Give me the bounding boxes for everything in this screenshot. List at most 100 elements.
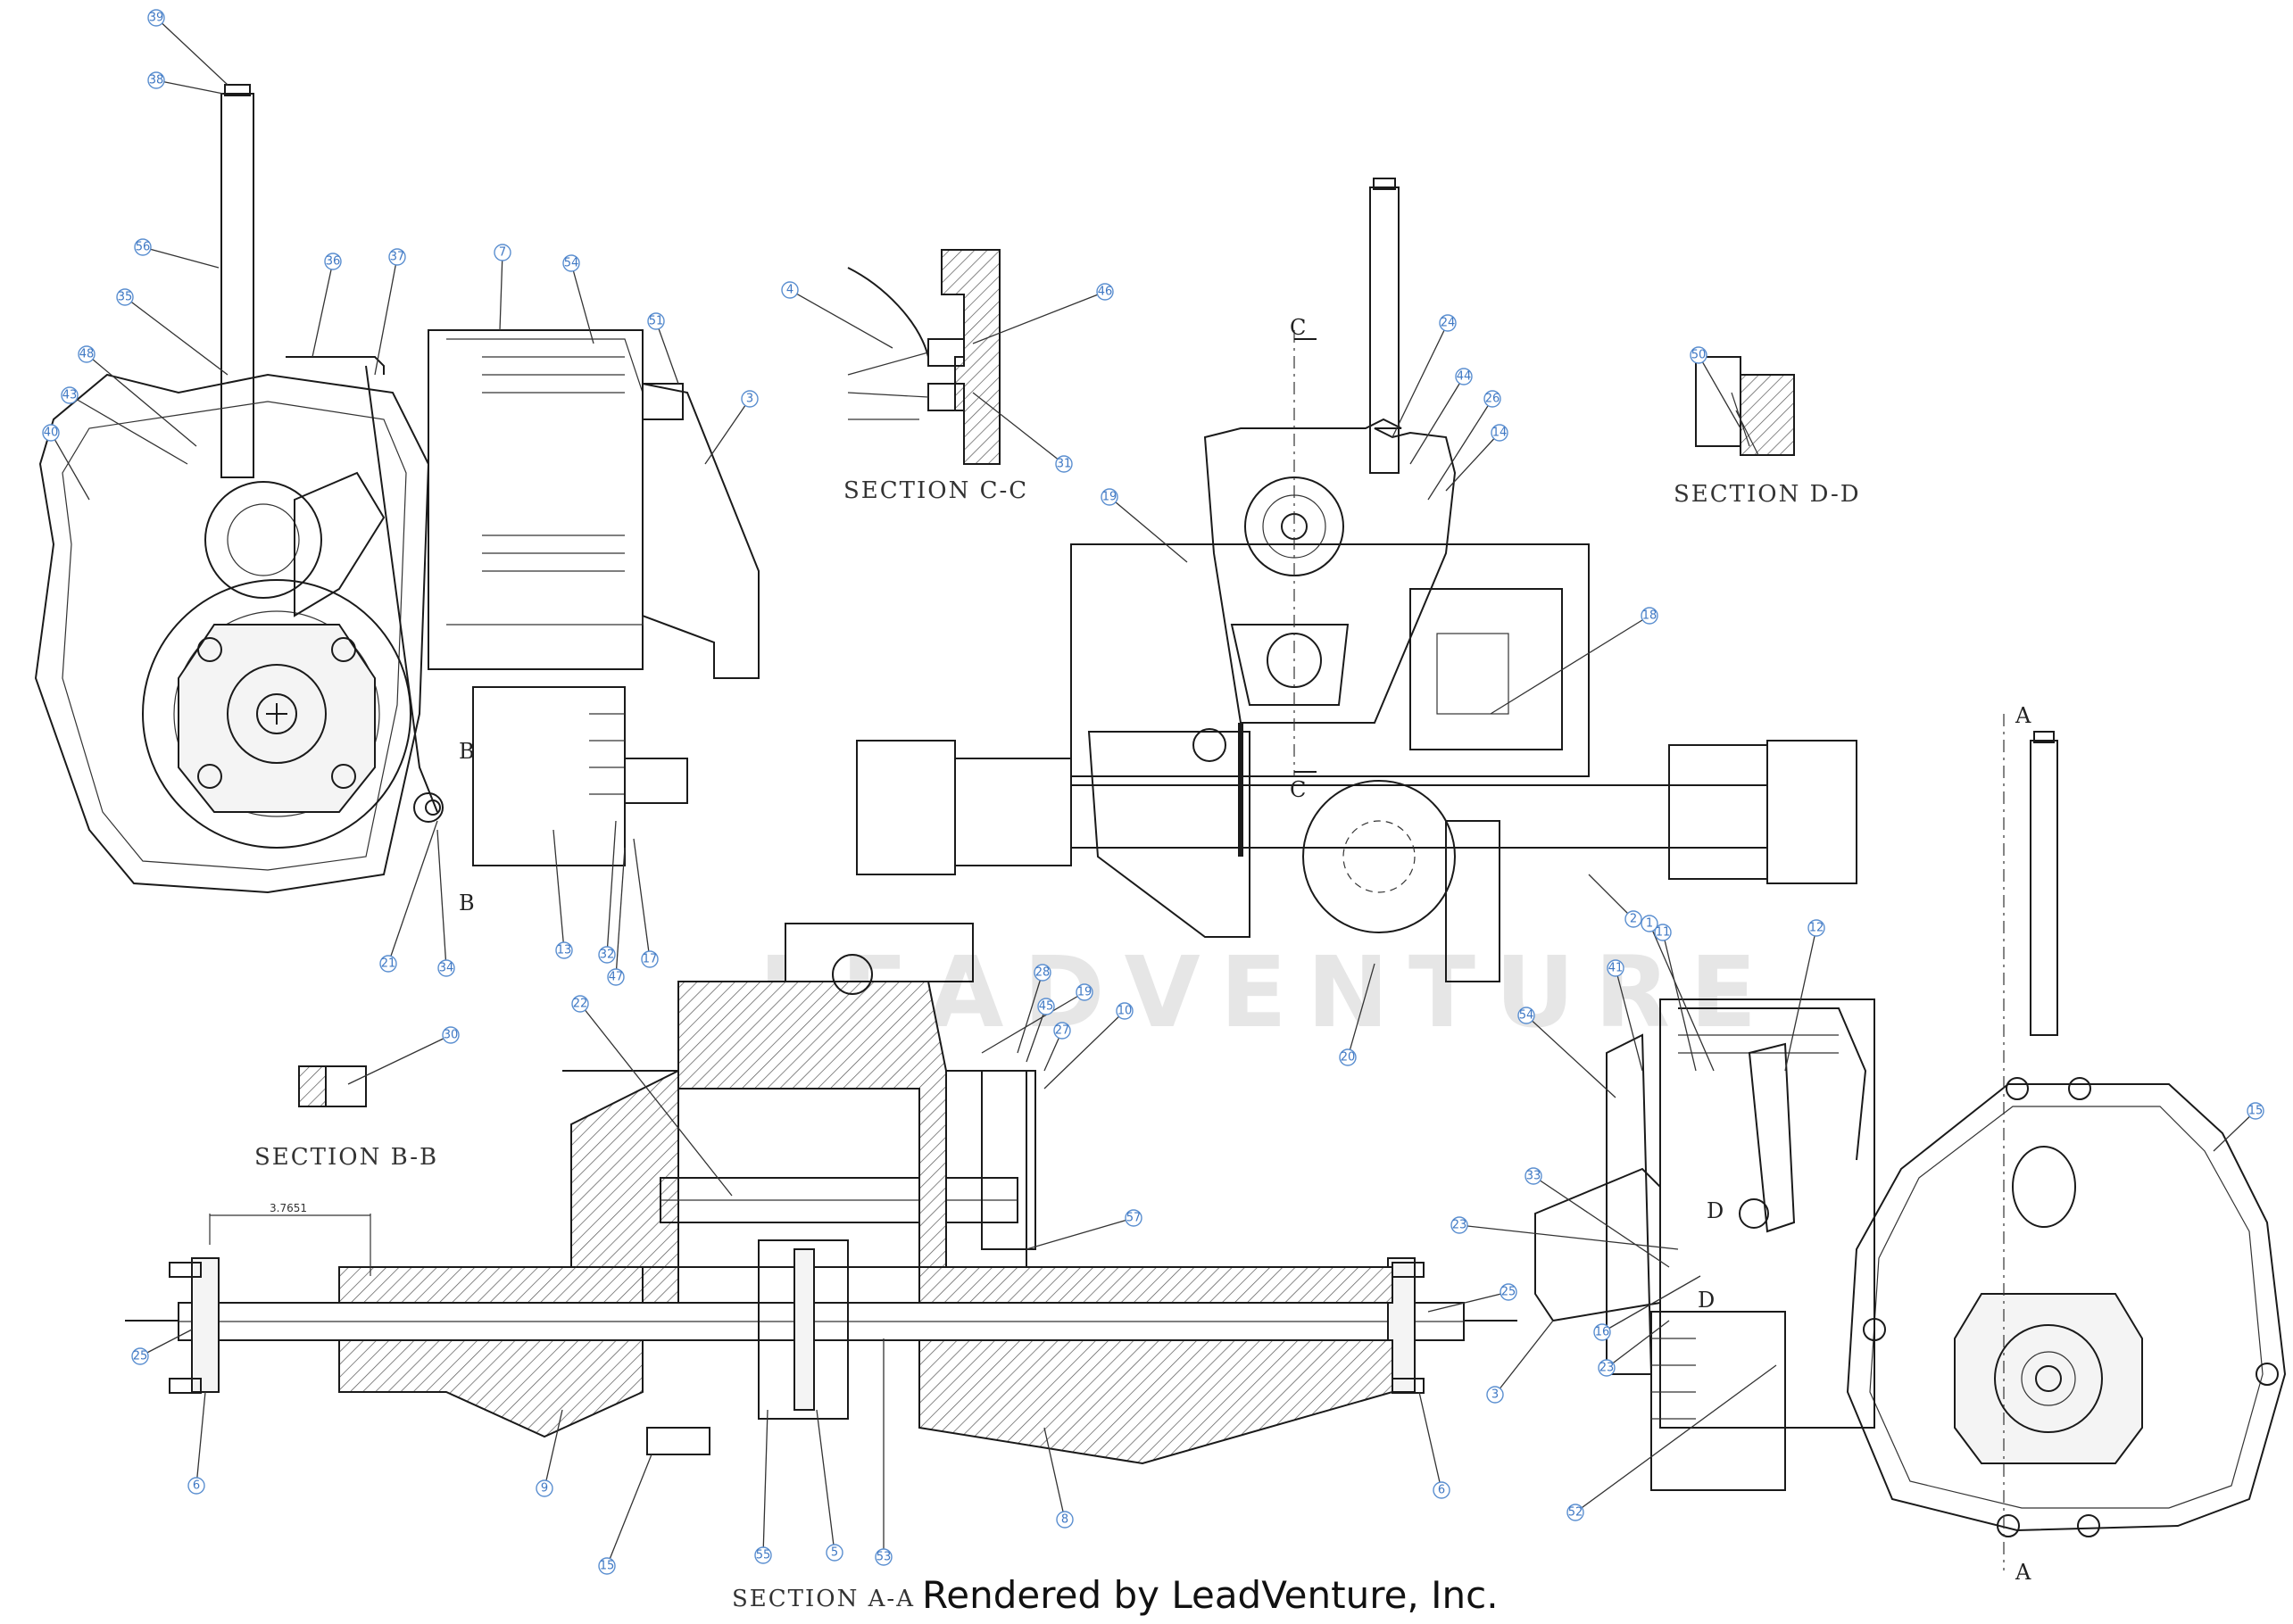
callout-bubble bbox=[324, 253, 342, 270]
callout-55[interactable]: 55 bbox=[754, 1409, 772, 1564]
callout-5[interactable]: 5 bbox=[816, 1409, 843, 1562]
callout-52[interactable]: 52 bbox=[1566, 1364, 1777, 1521]
callout-37[interactable]: 37 bbox=[374, 248, 406, 376]
callout-leader bbox=[374, 256, 398, 376]
callout-leader bbox=[1017, 972, 1043, 1054]
callout-22[interactable]: 22 bbox=[571, 995, 733, 1197]
callout-32[interactable]: 32 bbox=[598, 820, 617, 964]
callout-34[interactable]: 34 bbox=[436, 829, 455, 977]
callout-41[interactable]: 41 bbox=[1607, 959, 1643, 1072]
callout-leader bbox=[1649, 923, 1715, 1072]
callout-18[interactable]: 18 bbox=[1490, 607, 1658, 715]
callout-number: 19 bbox=[1077, 986, 1092, 999]
callout-number: 15 bbox=[600, 1560, 615, 1573]
callout-20[interactable]: 20 bbox=[1339, 963, 1375, 1066]
callout-25[interactable]: 25 bbox=[131, 1329, 193, 1365]
callout-7[interactable]: 7 bbox=[494, 244, 511, 331]
callout-1[interactable]: 1 bbox=[1641, 915, 1715, 1072]
callout-6[interactable]: 6 bbox=[187, 1391, 206, 1495]
callout-leader bbox=[1409, 376, 1465, 465]
marker-a-bottom: A bbox=[2015, 1560, 2031, 1585]
callout-57[interactable]: 57 bbox=[1026, 1209, 1142, 1250]
callout-number: 14 bbox=[1492, 427, 1508, 440]
section-b-b-label: SECTION B-B bbox=[254, 1144, 438, 1171]
callout-26[interactable]: 26 bbox=[1427, 390, 1501, 501]
callout-54[interactable]: 54 bbox=[1517, 1007, 1616, 1098]
callout-50[interactable]: 50 bbox=[1690, 346, 1741, 429]
callout-23[interactable]: 23 bbox=[1450, 1216, 1679, 1250]
callout-bubble bbox=[641, 950, 659, 968]
callout-10[interactable]: 10 bbox=[1043, 1002, 1134, 1090]
callout-bubble bbox=[1439, 314, 1457, 332]
callout-number: 8 bbox=[1061, 1513, 1068, 1527]
callout-45[interactable]: 45 bbox=[1026, 998, 1055, 1063]
callout-30[interactable]: 30 bbox=[347, 1026, 460, 1085]
callout-38[interactable]: 38 bbox=[147, 71, 224, 95]
callout-3[interactable]: 3 bbox=[1486, 1320, 1554, 1404]
callout-leader bbox=[1494, 1320, 1554, 1396]
callout-56[interactable]: 56 bbox=[134, 238, 220, 269]
callout-47[interactable]: 47 bbox=[607, 847, 626, 986]
callout-bubble bbox=[1807, 919, 1825, 937]
callout-number: 1 bbox=[1646, 917, 1653, 931]
callout-number: 13 bbox=[557, 944, 572, 957]
callout-23[interactable]: 23 bbox=[1598, 1320, 1670, 1377]
callout-9[interactable]: 9 bbox=[536, 1409, 563, 1497]
callout-51[interactable]: 51 bbox=[647, 312, 679, 385]
callout-number: 7 bbox=[499, 246, 506, 260]
callout-bubble bbox=[1034, 964, 1051, 982]
callout-bubble bbox=[147, 9, 165, 27]
callout-number: 25 bbox=[133, 1350, 148, 1363]
callout-8[interactable]: 8 bbox=[1043, 1427, 1074, 1529]
callout-16[interactable]: 16 bbox=[1593, 1275, 1701, 1341]
callout-36[interactable]: 36 bbox=[312, 253, 342, 358]
callout-leader bbox=[312, 261, 334, 358]
callout-44[interactable]: 44 bbox=[1409, 368, 1473, 465]
callout-48[interactable]: 48 bbox=[78, 345, 197, 447]
callout-leader bbox=[499, 252, 503, 331]
callout-24[interactable]: 24 bbox=[1392, 314, 1457, 438]
callout-33[interactable]: 33 bbox=[1525, 1167, 1670, 1268]
callout-15[interactable]: 15 bbox=[598, 1454, 652, 1575]
callout-bubble bbox=[379, 955, 397, 973]
callout-46[interactable]: 46 bbox=[972, 283, 1114, 344]
callout-leader bbox=[387, 820, 438, 965]
callout-19[interactable]: 19 bbox=[1101, 488, 1188, 563]
callout-13[interactable]: 13 bbox=[552, 829, 573, 959]
callout-leader bbox=[347, 1034, 452, 1085]
callout-3[interactable]: 3 bbox=[704, 390, 759, 465]
callout-6[interactable]: 6 bbox=[1418, 1391, 1450, 1499]
callout-35[interactable]: 35 bbox=[116, 288, 228, 376]
callout-4[interactable]: 4 bbox=[781, 281, 893, 349]
callout-bubble bbox=[1037, 998, 1055, 1015]
callout-43[interactable]: 43 bbox=[61, 386, 188, 465]
callout-40[interactable]: 40 bbox=[42, 424, 90, 501]
callout-bubble bbox=[826, 1544, 843, 1562]
callout-19[interactable]: 19 bbox=[981, 983, 1093, 1054]
callout-31[interactable]: 31 bbox=[972, 392, 1073, 473]
callout-11[interactable]: 11 bbox=[1654, 924, 1697, 1072]
callout-17[interactable]: 17 bbox=[633, 838, 659, 968]
callout-15[interactable]: 15 bbox=[2213, 1102, 2264, 1152]
callout-leader bbox=[124, 296, 228, 376]
callout-12[interactable]: 12 bbox=[1784, 919, 1825, 1072]
callout-2[interactable]: 2 bbox=[1588, 874, 1642, 928]
front-view bbox=[856, 178, 1857, 982]
callout-number: 16 bbox=[1595, 1326, 1610, 1339]
callout-bubble bbox=[437, 959, 455, 977]
callout-53[interactable]: 53 bbox=[875, 1338, 893, 1566]
callout-number: 55 bbox=[756, 1549, 771, 1562]
callout-28[interactable]: 28 bbox=[1017, 964, 1051, 1054]
callout-54[interactable]: 54 bbox=[562, 254, 594, 344]
marker-b-top: B bbox=[459, 739, 475, 764]
callout-leader bbox=[1347, 963, 1375, 1058]
marker-d-bottom: D bbox=[1698, 1288, 1715, 1313]
callout-39[interactable]: 39 bbox=[147, 9, 228, 86]
callout-leader bbox=[1525, 1015, 1616, 1098]
callout-25[interactable]: 25 bbox=[1427, 1283, 1517, 1313]
callout-number: 34 bbox=[439, 962, 454, 975]
callout-14[interactable]: 14 bbox=[1445, 424, 1508, 492]
callout-27[interactable]: 27 bbox=[1043, 1022, 1071, 1072]
callout-number: 39 bbox=[149, 12, 164, 25]
callout-21[interactable]: 21 bbox=[379, 820, 438, 973]
